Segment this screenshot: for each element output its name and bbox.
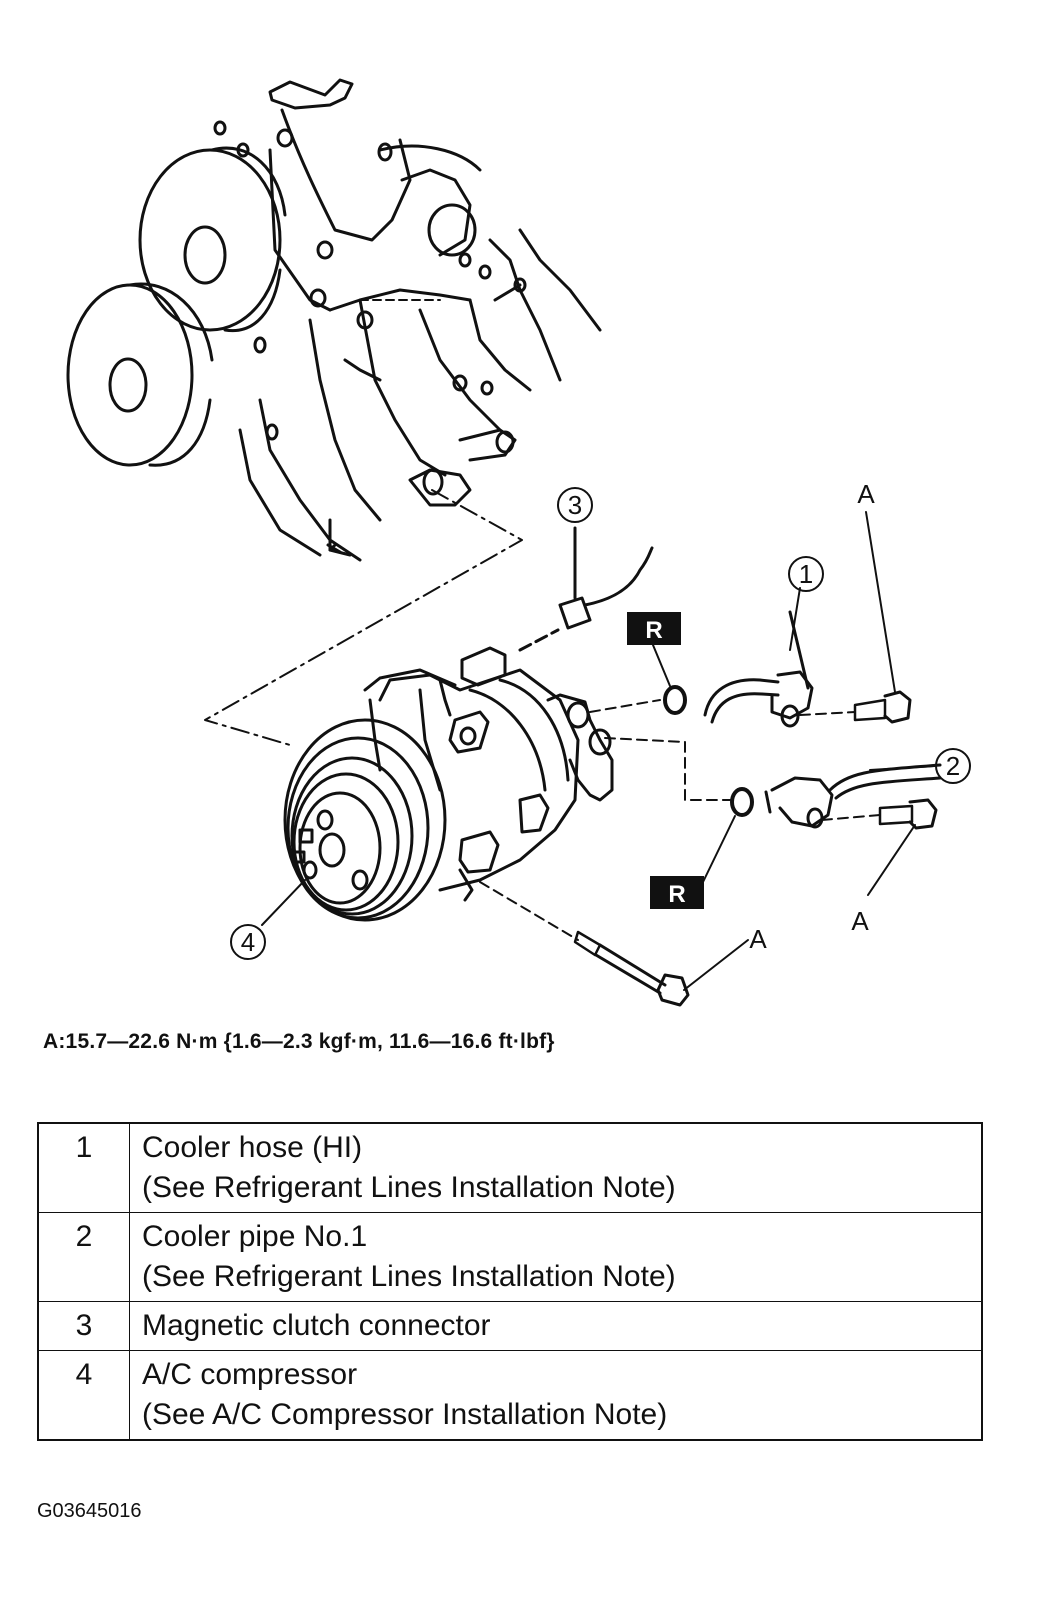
- part-description: A/C compressor (See A/C Compressor Insta…: [129, 1350, 983, 1441]
- part-description: Cooler pipe No.1 (See Refrigerant Lines …: [129, 1212, 983, 1302]
- part-number: 2: [37, 1212, 130, 1302]
- leader-lines: [261, 511, 936, 991]
- bolt-upper-right: [853, 690, 912, 724]
- figure-id: G03645016: [37, 1500, 142, 1522]
- part-number: 3: [37, 1301, 130, 1351]
- clutch-connector-illustration: [558, 526, 654, 630]
- part-name: Cooler hose (HI): [142, 1131, 363, 1164]
- table-row: 1 Cooler hose (HI) (See Refrigerant Line…: [37, 1122, 983, 1213]
- mounting-bolt-long: [479, 881, 690, 1007]
- part-number: 4: [37, 1350, 130, 1441]
- part-note: (See A/C Compressor Installation Note): [142, 1398, 668, 1431]
- table-row: 4 A/C compressor (See A/C Compressor Ins…: [37, 1350, 983, 1441]
- table-row: 3 Magnetic clutch connector: [37, 1301, 983, 1351]
- torque-marker-a-top: A: [857, 479, 875, 509]
- callout-label-4: 4: [241, 927, 255, 957]
- callout-circle-4: [230, 924, 266, 960]
- callout-label-3: 3: [568, 490, 582, 520]
- ac-compressor-illustration: [283, 628, 614, 922]
- o-ring-upper: [663, 685, 687, 715]
- replace-mark-box-upper: [627, 612, 681, 645]
- callout-circle-3: [557, 487, 593, 523]
- part-name: Cooler pipe No.1: [142, 1220, 368, 1253]
- callout-circle-1: [788, 556, 824, 592]
- callout-label-2: 2: [946, 751, 960, 781]
- part-number: 1: [37, 1122, 130, 1213]
- callout-label-1: 1: [799, 559, 813, 589]
- part-note: (See Refrigerant Lines Installation Note…: [142, 1171, 676, 1204]
- engine-block-illustration: [66, 78, 602, 562]
- replace-mark-box-lower: [650, 876, 704, 909]
- replace-mark-lower: R: [668, 881, 685, 908]
- o-ring-lower: [730, 787, 754, 817]
- cooler-hose-hi-illustration: [703, 610, 814, 728]
- torque-marker-a-bottom: A: [749, 924, 767, 954]
- bolt-lower-right: [878, 798, 938, 830]
- part-description: Magnetic clutch connector: [129, 1301, 983, 1351]
- parts-legend-table: 1 Cooler hose (HI) (See Refrigerant Line…: [37, 1122, 983, 1441]
- part-name: A/C compressor: [142, 1358, 358, 1391]
- compressor-exploded-diagram: 1 2 3 4 A A A R R: [66, 78, 971, 1007]
- part-name: Magnetic clutch connector: [142, 1309, 491, 1342]
- torque-spec: A:15.7—22.6 N·m {1.6—2.3 kgf·m, 11.6—16.…: [43, 1030, 555, 1053]
- mounting-guide-lines: [204, 489, 523, 746]
- table-row: 2 Cooler pipe No.1 (See Refrigerant Line…: [37, 1212, 983, 1302]
- part-note: (See Refrigerant Lines Installation Note…: [142, 1260, 676, 1293]
- part-description: Cooler hose (HI) (See Refrigerant Lines …: [129, 1122, 983, 1213]
- callout-circle-2: [935, 748, 971, 784]
- replace-mark-upper: R: [645, 617, 662, 644]
- torque-marker-a-right: A: [851, 906, 869, 936]
